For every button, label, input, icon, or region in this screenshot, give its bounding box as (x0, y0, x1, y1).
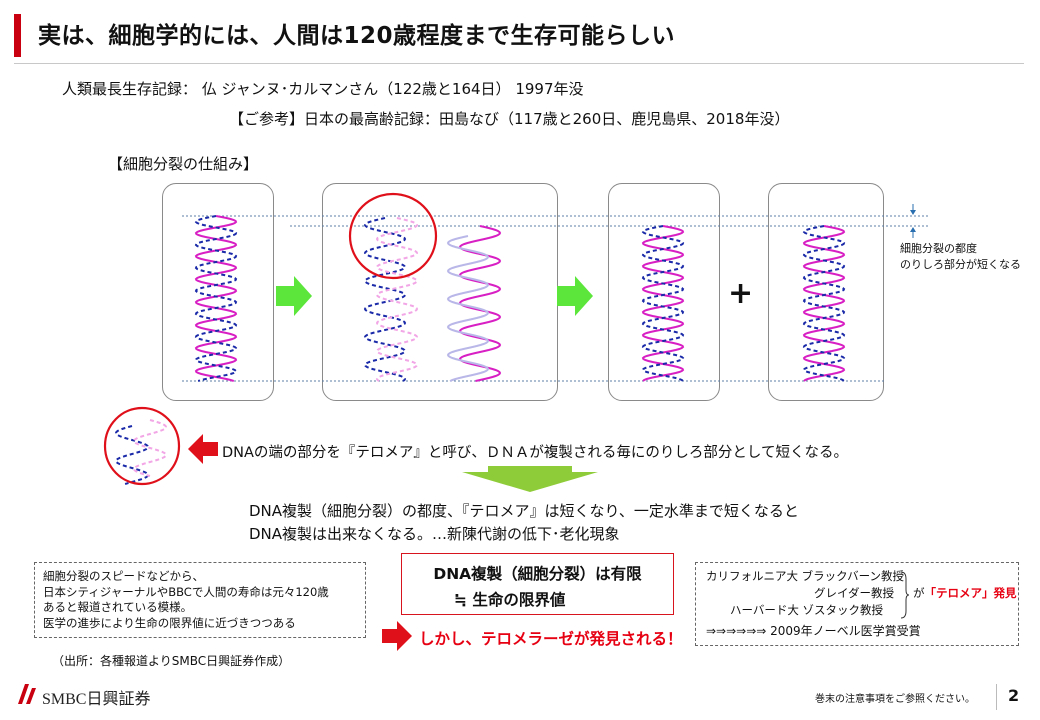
diagram-heading: 【細胞分裂の仕組み】 (108, 155, 259, 173)
dna-strand-solid (641, 225, 685, 382)
green-arrow-icon (276, 276, 312, 316)
red-arrow-left-icon (188, 434, 218, 464)
footer-divider (996, 684, 997, 710)
telomere-discovered-text: 「テロメア」発見 (924, 586, 1017, 600)
side-note-line-2: のりしろ部分が短くなる (900, 258, 1021, 271)
plus-sign: + (728, 276, 754, 311)
dna-strand-dashed (802, 225, 846, 382)
shortening-indicator-icon (910, 204, 916, 238)
title-accent-bar (14, 14, 21, 57)
limit-line-2: ≒ 生命の限界値 (454, 591, 566, 609)
source-note: （出所：各種報道よりSMBC日興証券作成） (52, 654, 291, 668)
dna-strand-dashed (363, 217, 407, 382)
note-line-4: 医学の進歩により生命の限界値に近づきつつある (43, 615, 296, 630)
disclaimer-notice: 巻末の注意事項をご参照ください。 (815, 694, 975, 705)
green-down-arrow-icon (462, 466, 598, 492)
world-record-text: 人類最長生存記録： 仏 ジャンヌ･カルマンさん（122歳と164日） 1997年… (62, 80, 584, 98)
brace-icon (900, 571, 910, 619)
telomere-highlight-circle (348, 192, 438, 280)
logo-text: SMBC日興証券 (42, 691, 151, 708)
dna-strand-new-solid (446, 235, 490, 382)
limit-line-1: DNA複製（細胞分裂）は有限 (433, 565, 642, 583)
note-line-1: 細胞分裂のスピードなどから、 (43, 569, 204, 583)
shorten-line-1: DNA複製（細胞分裂）の都度、『テロメア』は短くなり、一定水準まで短くなると (249, 502, 799, 520)
dna-strand-dashed (114, 425, 150, 485)
professor-3: ハーバード大 ゾスタック教授 (730, 603, 884, 617)
dna-strand-solid (802, 225, 846, 382)
nobel-prize-text: ⇒⇒⇒⇒⇒⇒ 2009年ノーベル医学賞受賞 (706, 624, 921, 638)
side-note: 細胞分裂の都度 のりしろ部分が短くなる (900, 241, 1021, 273)
telomere-zoom-circle (103, 406, 181, 486)
dna-strand-dashed (194, 215, 238, 382)
note-line-2: 日本シティジャーナルやBBCで人間の寿命は元々120歳 (43, 584, 329, 599)
discovery-label: が「テロメア」発見 (913, 586, 1017, 602)
note-line-3: あると報道されている模様。 (43, 600, 193, 614)
cell-box-replicating (322, 183, 558, 401)
nobel-note-box: カリフォルニア大 ブラックバーン教授 グレイダー教授 ハーバード大 ゾスタック教… (695, 562, 1019, 646)
professor-1: カリフォルニア大 ブラックバーン教授 (706, 569, 905, 583)
logo-mark-icon (18, 684, 36, 704)
dna-strand-solid (194, 215, 238, 382)
professor-2: グレイダー教授 (814, 586, 895, 600)
dna-strand-new-dashed (132, 419, 168, 477)
lifespan-note-box: 細胞分裂のスピードなどから、 日本シティジャーナルやBBCで人間の寿命は元々12… (34, 562, 366, 638)
telomerase-discovery-text: しかし、テロメラーゼが発見される！ (419, 630, 683, 648)
side-note-line-1: 細胞分裂の都度 (900, 242, 977, 255)
page-title: 実は、細胞学的には、人間は120歳程度まで生存可能らしい (38, 23, 676, 49)
title-divider (14, 63, 1024, 64)
green-arrow-icon (557, 276, 593, 316)
page-number: 2 (1008, 686, 1020, 705)
cell-box-original (162, 183, 274, 401)
limit-box: DNA複製（細胞分裂）は有限 ≒ 生命の限界値 (401, 553, 674, 615)
telomere-explanation: DNAの端の部分を『テロメア』と呼び、ＤＮＡが複製される毎にのりしろ部分として短… (222, 445, 848, 461)
discovery-prefix: が (913, 586, 925, 600)
red-arrow-right-icon (382, 621, 412, 651)
japan-record-text: 【ご参考】日本の最高齢記録：田島なび（117歳と260日、鹿児島県、2018年没… (229, 110, 790, 128)
dna-strand-dashed (641, 225, 685, 382)
shorten-line-2: DNA複製は出来なくなる。…新陳代謝の低下･老化現象 (249, 525, 620, 543)
dna-strand-new-dashed (375, 217, 419, 382)
